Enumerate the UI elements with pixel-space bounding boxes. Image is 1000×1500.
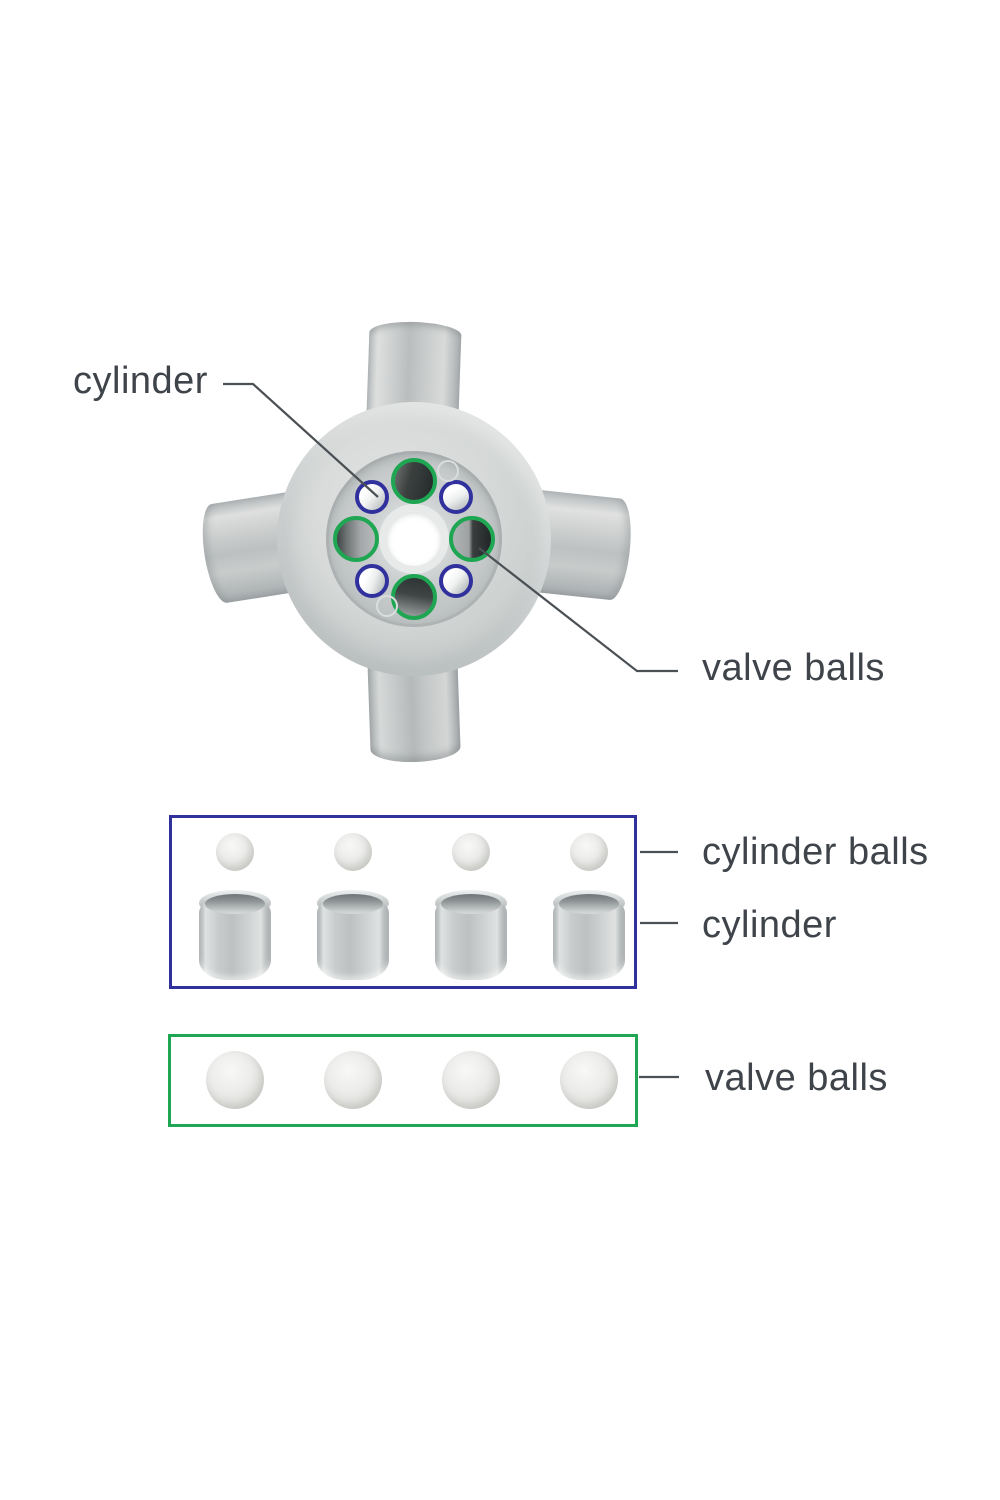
cylinder-ball [452, 833, 490, 871]
cylinder-ball [216, 833, 254, 871]
valve-ball-port-bottom [391, 574, 437, 620]
label-cylinder-row: cylinder [702, 904, 837, 946]
cylinder-wall [199, 903, 271, 980]
cylinder-port-bottom-right [439, 564, 473, 598]
valve-ball-port-left [333, 516, 379, 562]
cylinder-port-bottom-left [355, 564, 389, 598]
label-valve-balls-row: valve balls [705, 1057, 888, 1099]
cylinder-parts-box [169, 815, 637, 989]
cylinder-cup [435, 890, 507, 980]
valve-ball-port-right [449, 516, 495, 562]
label-cylinder-balls: cylinder balls [702, 831, 929, 873]
dowel-hole [376, 595, 398, 617]
center-bore [387, 512, 441, 566]
valve-ball [560, 1051, 618, 1109]
cylinder-ball [570, 833, 608, 871]
cylinder-wall [553, 903, 625, 980]
valve-balls-box [168, 1034, 638, 1127]
cylinder-bore [559, 894, 619, 914]
cylinder-cup [199, 890, 271, 980]
cylinder-port-top-right [439, 480, 473, 514]
cylinder-port-top-left [355, 480, 389, 514]
label-cylinder-head: cylinder [73, 360, 208, 402]
cylinder-wall [435, 903, 507, 980]
cylinder-wall [317, 903, 389, 980]
valve-ball [442, 1051, 500, 1109]
cylinder-bore [323, 894, 383, 914]
cylinder-bore [205, 894, 265, 914]
cylinder-cup [317, 890, 389, 980]
cylinder-bore [441, 894, 501, 914]
cylinder-cup [553, 890, 625, 980]
valve-ball [324, 1051, 382, 1109]
dowel-hole [437, 460, 459, 482]
valve-ball-port-top [391, 458, 437, 504]
label-valve-balls-head: valve balls [702, 647, 885, 689]
cylinder-ball [334, 833, 372, 871]
valve-ball [206, 1051, 264, 1109]
